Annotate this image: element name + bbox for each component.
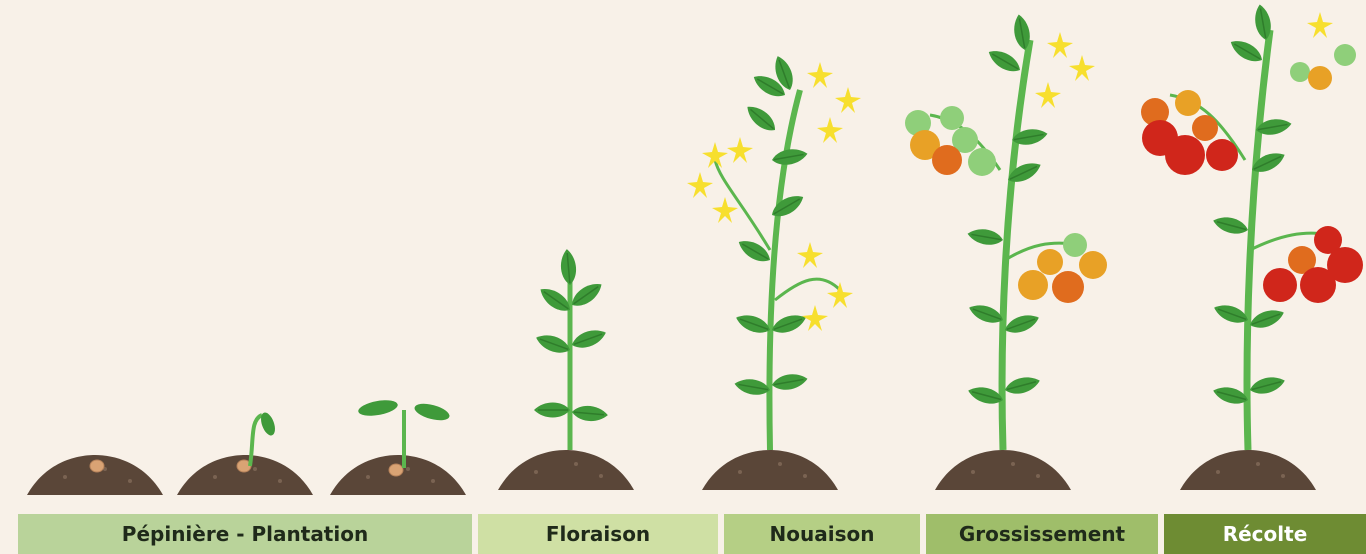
soil-mound-6	[935, 450, 1071, 490]
stage-floraison: Floraison	[478, 514, 718, 554]
stage-recolte: Récolte	[1164, 514, 1366, 554]
stage-grossissement: Grossissement	[926, 514, 1158, 554]
tomato-growth-illustration	[0, 0, 1366, 500]
soil-mound-7	[1180, 450, 1316, 490]
soil-mound-4	[498, 450, 634, 490]
fruiting-plant	[905, 13, 1107, 450]
stage-pepiniere-plantation: Pépinière - Plantation	[18, 514, 472, 554]
stage-nouaison: Nouaison	[724, 514, 920, 554]
seed	[90, 460, 104, 472]
growth-stage-bar: Pépinière - Plantation Floraison Nouaiso…	[18, 514, 1366, 554]
young-plant	[534, 248, 609, 450]
soil-mound-5	[702, 450, 838, 490]
flowering-plant	[687, 54, 861, 450]
ripe-plant	[1141, 3, 1363, 450]
